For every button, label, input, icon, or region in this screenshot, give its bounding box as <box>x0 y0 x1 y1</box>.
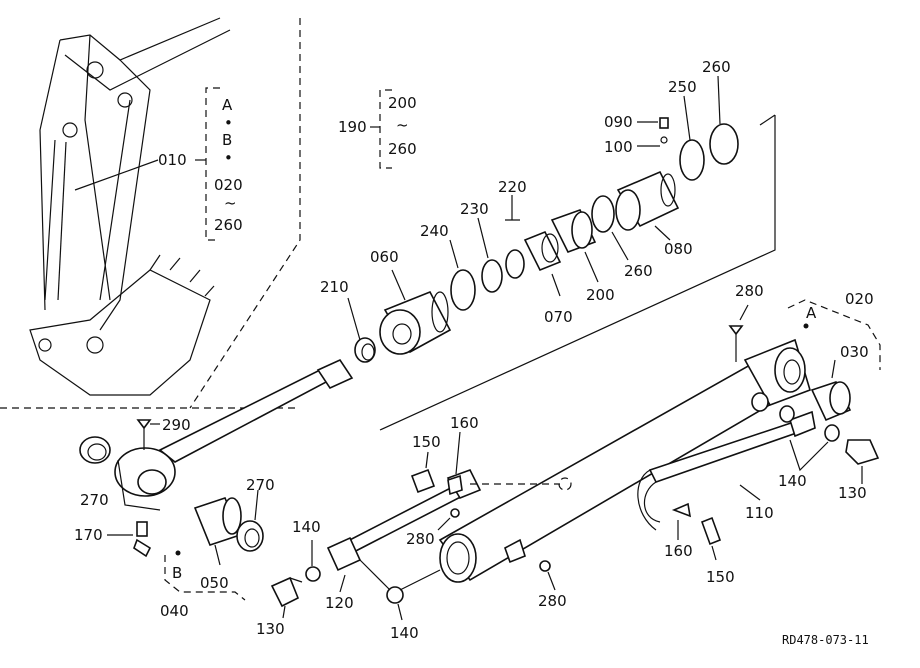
callout-290: 290 <box>162 416 191 434</box>
callout-140: 140 <box>292 518 321 536</box>
callout-170: 170 <box>74 526 103 544</box>
part-230-ring <box>481 259 503 293</box>
bracket-b: B <box>222 131 232 149</box>
marker-b: B <box>172 564 182 582</box>
part-090-screw <box>659 117 669 129</box>
part-150-bolt <box>700 516 722 546</box>
machine-overview <box>0 17 301 409</box>
callout-270: 270 <box>246 476 275 494</box>
bracket-dot: • <box>224 114 233 132</box>
part-150-bolt <box>410 468 436 494</box>
callout-140: 140 <box>778 472 807 490</box>
callout-160: 160 <box>664 542 693 560</box>
callout-270: 270 <box>80 491 109 509</box>
part-100-ball <box>660 136 668 144</box>
part-130-fitting <box>845 439 880 465</box>
part-280-nipple <box>728 325 744 336</box>
callout-280: 280 <box>538 592 567 610</box>
callout-200: 200 <box>586 286 615 304</box>
bracket-dot: • <box>224 149 233 167</box>
part-290-nipple <box>136 419 152 430</box>
callout-110: 110 <box>745 504 774 522</box>
callout-040: 040 <box>160 602 189 620</box>
bracket-tilde: ~ <box>396 116 409 134</box>
part-270-seal <box>79 436 111 464</box>
part-140-oring <box>779 405 795 423</box>
callout-090: 090 <box>604 113 633 131</box>
part-280-nipple <box>450 508 460 518</box>
part-160-clamp <box>447 474 463 496</box>
part-260-ring <box>709 123 739 165</box>
callout-190: 190 <box>338 118 367 136</box>
callout-250: 250 <box>668 78 697 96</box>
callout-150: 150 <box>412 433 441 451</box>
marker-a: A <box>806 304 817 322</box>
part-060-head <box>379 290 452 355</box>
part-140-oring <box>824 424 840 442</box>
callout-160: 160 <box>450 414 479 432</box>
callout-210: 210 <box>320 278 349 296</box>
callout-060: 060 <box>370 248 399 266</box>
callout-100: 100 <box>604 138 633 156</box>
part-260-ring <box>591 195 615 233</box>
callout-150: 150 <box>706 568 735 586</box>
part-170-fitting <box>136 521 148 537</box>
bracket-190: 190 200 ~ 260 <box>338 89 417 169</box>
part-240-oring <box>450 269 476 311</box>
kit-separator-line <box>379 115 776 431</box>
part-140-oring <box>386 586 404 604</box>
part-140-oring <box>305 566 321 582</box>
part-160-clamp <box>671 502 692 518</box>
callout-240: 240 <box>420 222 449 240</box>
part-220-ring <box>505 249 525 279</box>
callout-230: 230 <box>460 200 489 218</box>
bracket-range-start: 020 <box>214 176 243 194</box>
marker-b-dot <box>175 550 181 556</box>
part-250-ring <box>679 139 705 181</box>
bracket-010: 010 A • B • 020 ~ 260 <box>74 87 243 241</box>
bracket-range-start: 200 <box>388 94 417 112</box>
drawing-code: RD478-073-11 <box>782 633 869 647</box>
callout-050: 050 <box>200 574 229 592</box>
piston-rod <box>114 358 354 511</box>
cylinder-tube <box>438 338 811 583</box>
bracket-a: A <box>222 96 233 114</box>
callout-010: 010 <box>158 151 187 169</box>
callout-260: 260 <box>624 262 653 280</box>
callout-260: 260 <box>702 58 731 76</box>
callout-070: 070 <box>544 308 573 326</box>
part-130-fitting <box>270 576 300 608</box>
part-270-seal <box>236 520 264 552</box>
callout-080: 080 <box>664 240 693 258</box>
marker-a-dot <box>803 323 809 329</box>
callout-130: 130 <box>256 620 285 638</box>
bracket-range-end: 260 <box>388 140 417 158</box>
callout-220: 220 <box>498 178 527 196</box>
callout-030: 030 <box>840 343 869 361</box>
part-080-piston <box>615 170 680 231</box>
callout-140: 140 <box>390 624 419 642</box>
bracket-range-end: 260 <box>214 216 243 234</box>
bracket-tilde: ~ <box>224 194 237 212</box>
callout-120: 120 <box>325 594 354 612</box>
part-280-nipple <box>539 560 551 572</box>
callout-130: 130 <box>838 484 867 502</box>
callout-280: 280 <box>406 530 435 548</box>
callout-020: 020 <box>845 290 874 308</box>
callout-280: 280 <box>735 282 764 300</box>
